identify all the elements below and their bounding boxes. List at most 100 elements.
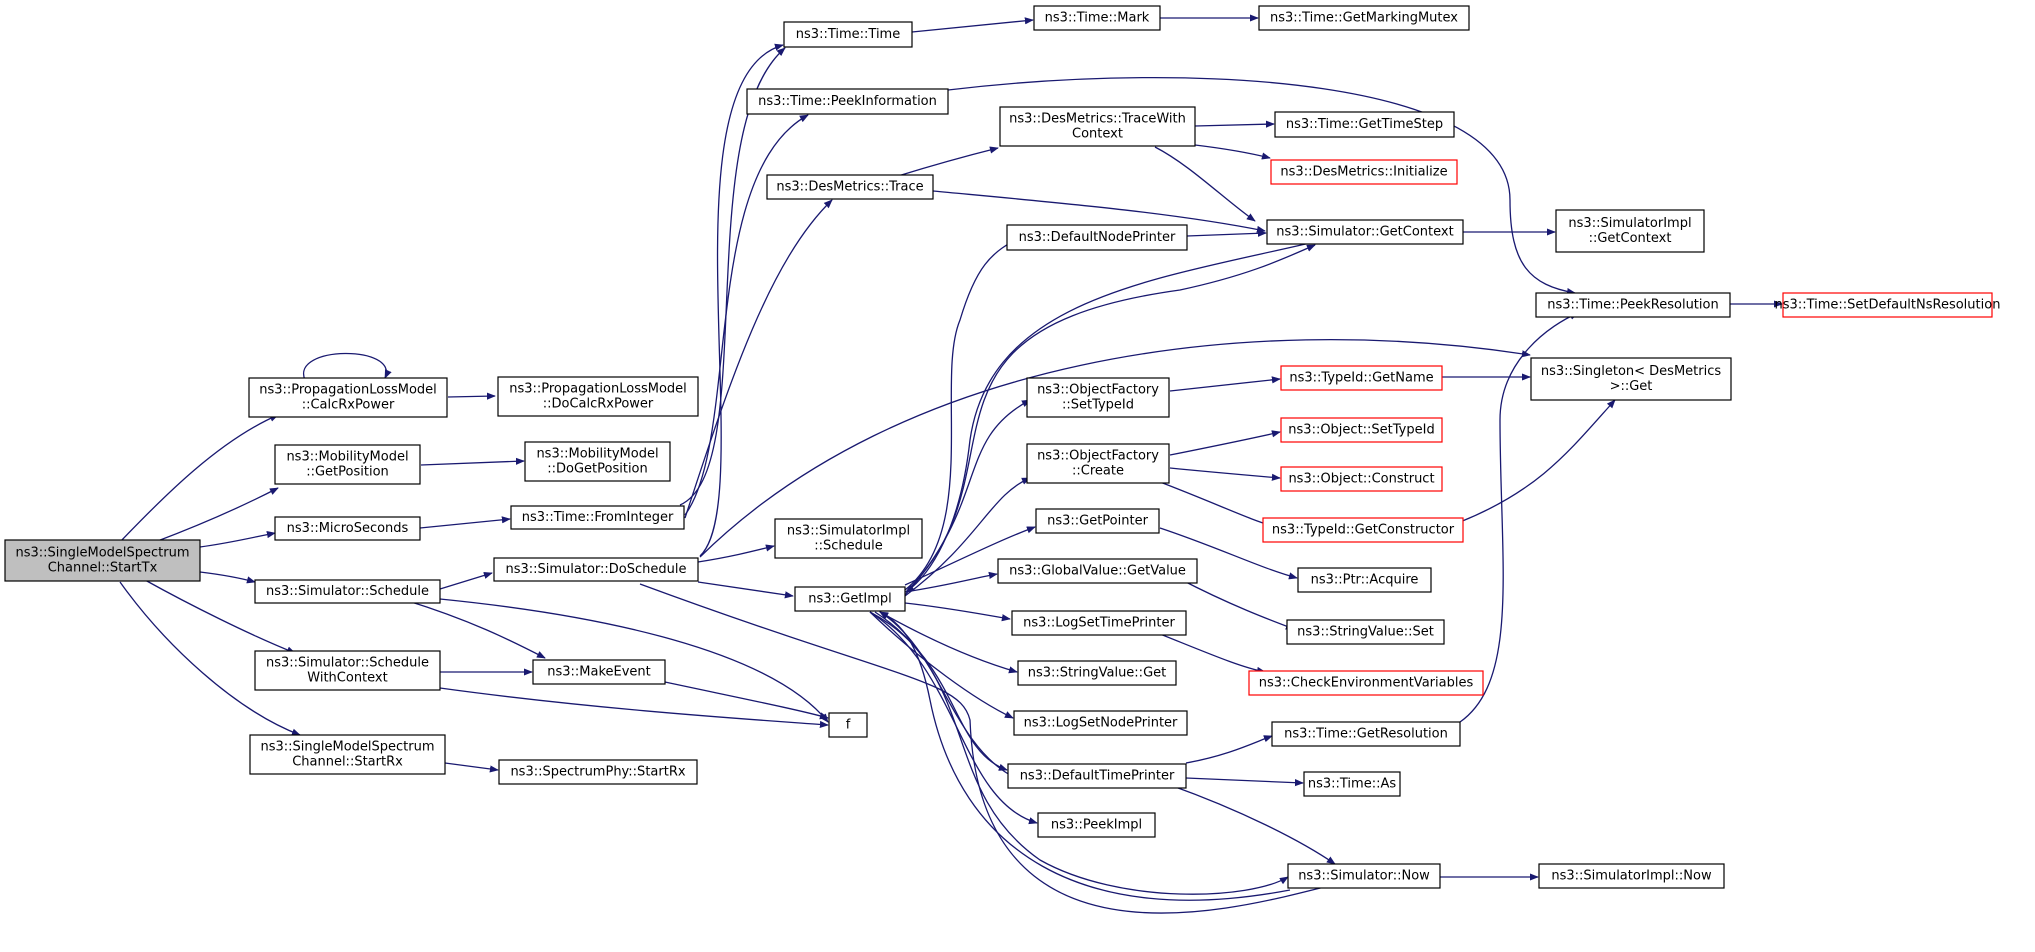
node-box (524, 441, 671, 482)
node-box (1530, 357, 1732, 401)
node-label: ns3::Object::SetTypeId (1288, 423, 1434, 438)
node-f[interactable]: f (828, 712, 868, 738)
edge-peekinfo-peekres (947, 76, 1576, 296)
edge-getimpl-simgetctx (905, 244, 1316, 593)
edge-fromint-destrace (684, 199, 833, 519)
node-box (1303, 771, 1401, 797)
node-singletonget[interactable]: ns3::Singleton< DesMetrics>::Get (1530, 357, 1732, 401)
node-schedule[interactable]: ns3::Simulator::Schedule (254, 579, 441, 604)
edge-destracectx-desinit (1194, 144, 1271, 160)
node-simnow[interactable]: ns3::Simulator::Now (1287, 863, 1441, 889)
edge-typeidgetctor-singleton (1459, 399, 1616, 523)
edge-getimpl-gvgetvalue (904, 571, 998, 593)
node-deftimeprinter[interactable]: ns3::DefaultTimePrinter (1007, 763, 1187, 789)
node-simimplnow[interactable]: ns3::SimulatorImpl::Now (1538, 863, 1725, 889)
node-timegetres[interactable]: ns3::Time::GetResolution (1271, 721, 1461, 747)
edge-destrace-destracectx (897, 146, 999, 177)
node-makeevent[interactable]: ns3::MakeEvent (532, 659, 666, 685)
edge-getimpl-deftimeprinter (869, 611, 1008, 771)
node-typeidgetctor[interactable]: ns3::TypeId::GetConstructor (1262, 517, 1464, 543)
node-desinit[interactable]: ns3::DesMetrics::Initialize (1270, 159, 1458, 185)
node-label: ns3::SimulatorImpl (1568, 216, 1691, 231)
node-ofsettypeid[interactable]: ns3::ObjectFactory::SetTypeId (1026, 377, 1170, 418)
node-box (746, 88, 949, 115)
node-phystartrx[interactable]: ns3::SpectrumPhy::StartRx (498, 759, 698, 785)
node-simimplsched[interactable]: ns3::SimulatorImpl::Schedule (774, 518, 923, 559)
node-svset[interactable]: ns3::StringValue::Set (1286, 619, 1445, 645)
edge-root-getpos (154, 487, 279, 543)
edge-getimpl-defnodeprinter (904, 235, 1026, 591)
node-ptracquire[interactable]: ns3::Ptr::Acquire (1297, 567, 1432, 593)
node-box (1274, 111, 1455, 138)
node-objconstruct[interactable]: ns3::Object::Construct (1280, 466, 1443, 492)
node-defnodeprinter[interactable]: ns3::DefaultNodePrinter (1006, 224, 1188, 251)
node-box (1017, 660, 1177, 686)
edge-schedctx-f (439, 687, 829, 728)
node-box (1011, 610, 1187, 636)
node-label: ns3::DefaultTimePrinter (1020, 769, 1175, 784)
node-box (510, 505, 685, 530)
node-getpos[interactable]: ns3::MobilityModel::GetPosition (274, 444, 421, 485)
edge-simgetctx-getimpl (905, 242, 1311, 593)
node-label: ns3::Time::As (1308, 777, 1397, 792)
node-gvgetvalue[interactable]: ns3::GlobalValue::GetValue (997, 558, 1198, 584)
node-typeidgetname[interactable]: ns3::TypeId::GetName (1280, 365, 1443, 391)
edge-schedule-f (439, 598, 829, 723)
node-timetime[interactable]: ns3::Time::Time (783, 21, 913, 48)
node-label: ns3::Ptr::Acquire (1311, 573, 1419, 588)
node-micro[interactable]: ns3::MicroSeconds (274, 516, 421, 541)
edge-deftimeprinter-timegetres (1185, 735, 1273, 764)
node-simimplgetctx[interactable]: ns3::SimulatorImpl::GetContext (1555, 209, 1705, 253)
edge-root-calcrx (119, 414, 279, 543)
node-calcrx[interactable]: ns3::PropagationLossModel::CalcRxPower (248, 377, 448, 418)
node-destrace[interactable]: ns3::DesMetrics::Trace (766, 174, 934, 200)
node-label: ns3::Time::PeekInformation (758, 94, 937, 109)
node-getpointer[interactable]: ns3::GetPointer (1035, 508, 1160, 534)
edge-root-schedctx (144, 579, 296, 654)
edge-timetime-timemark (911, 17, 1034, 33)
edge-ofcreate-objconstruct (1169, 467, 1281, 481)
edge-doschedule-timetime (699, 43, 784, 557)
edge-gvgetvalue-svset (1179, 578, 1295, 630)
node-peekimpl[interactable]: ns3::PeekImpl (1037, 812, 1156, 838)
node-label: ::Schedule (814, 539, 883, 554)
edge-simnow-getimpl (879, 611, 1291, 901)
edge-getimpl-ofsettypeid (904, 399, 1031, 596)
node-label: ns3::Time::PeekResolution (1547, 298, 1718, 313)
node-logsetnode[interactable]: ns3::LogSetNodePrinter (1013, 710, 1188, 736)
node-simgetctx[interactable]: ns3::Simulator::GetContext (1266, 219, 1464, 245)
node-logsettime[interactable]: ns3::LogSetTimePrinter (1011, 610, 1187, 636)
node-label: ns3::PeekImpl (1051, 818, 1142, 833)
node-box (1033, 5, 1161, 31)
node-peekres[interactable]: ns3::Time::PeekResolution (1535, 292, 1731, 318)
node-docalcrx[interactable]: ns3::PropagationLossModel::DoCalcRxPower (497, 376, 699, 417)
node-timeas[interactable]: ns3::Time::As (1303, 771, 1401, 797)
node-timemark[interactable]: ns3::Time::Mark (1033, 5, 1161, 31)
node-svget[interactable]: ns3::StringValue::Get (1017, 660, 1177, 686)
node-checkenv[interactable]: ns3::CheckEnvironmentVariables (1248, 670, 1484, 696)
node-getimpl[interactable]: ns3::GetImpl (794, 586, 906, 612)
node-objsettypeid[interactable]: ns3::Object::SetTypeId (1280, 417, 1443, 443)
node-fromint[interactable]: ns3::Time::FromInteger (510, 505, 685, 530)
node-label: ns3::DesMetrics::TraceWith (1009, 112, 1186, 127)
node-box (1026, 443, 1170, 484)
node-label: ::GetPosition (306, 465, 389, 480)
node-label: ::DoGetPosition (547, 462, 648, 477)
node-dogetpos[interactable]: ns3::MobilityModel::DoGetPosition (524, 441, 671, 482)
node-ofcreate[interactable]: ns3::ObjectFactory::Create (1026, 443, 1170, 484)
node-setdefns[interactable]: ns3::Time::SetDefaultNsResolution (1775, 292, 2001, 318)
node-box (1026, 377, 1170, 418)
node-peekinfo[interactable]: ns3::Time::PeekInformation (746, 88, 949, 115)
node-label: ns3::PropagationLossModel (509, 382, 687, 397)
edge-deftimeprinter-timeas (1185, 777, 1304, 787)
node-getmarkmutex[interactable]: ns3::Time::GetMarkingMutex (1258, 5, 1470, 31)
node-label: ns3::StringValue::Set (1297, 625, 1434, 640)
edge-fromint-peekinfo (684, 114, 809, 516)
node-label: ns3::Singleton< DesMetrics (1541, 364, 1722, 379)
node-doschedule[interactable]: ns3::Simulator::DoSchedule (493, 557, 699, 582)
node-gettimestep[interactable]: ns3::Time::GetTimeStep (1274, 111, 1455, 138)
